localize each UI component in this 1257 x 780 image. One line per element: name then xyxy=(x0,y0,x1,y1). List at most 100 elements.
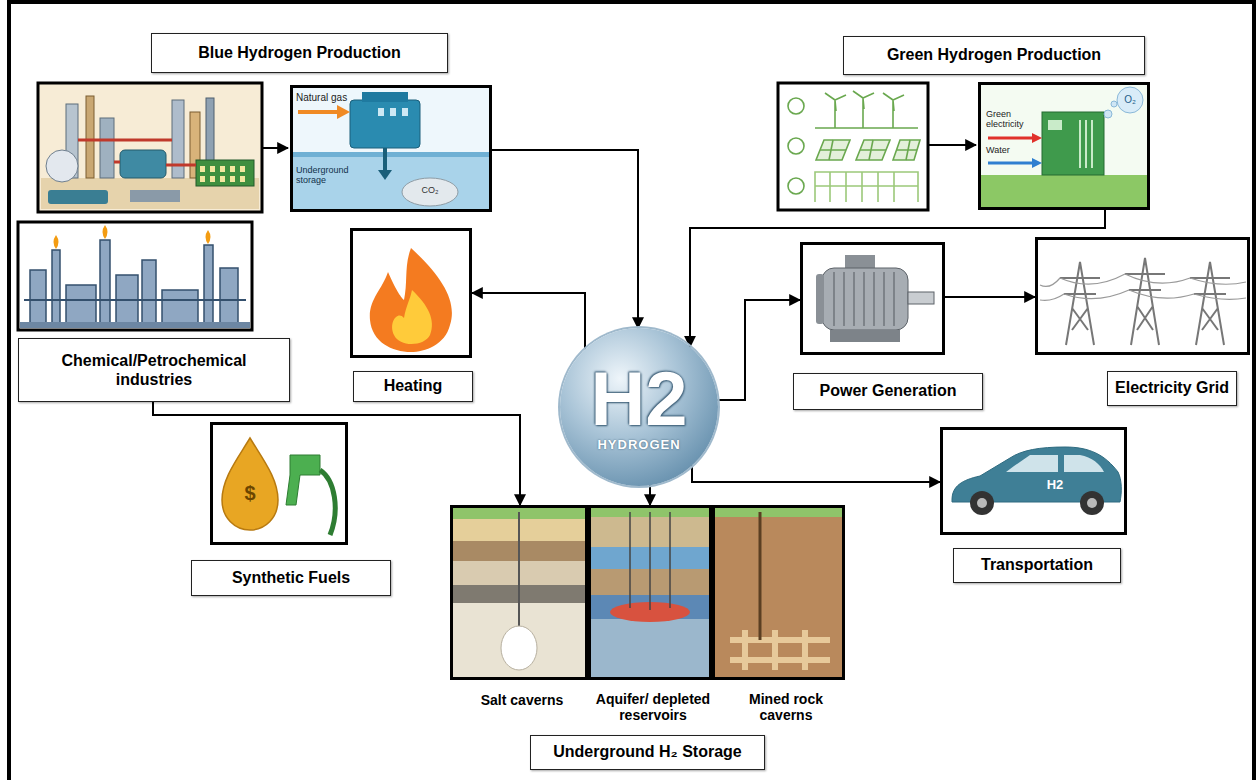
caption-box: Blue Hydrogen Production xyxy=(151,33,448,73)
picture-label: Water xyxy=(986,146,1026,156)
carbon-capture-picture-part xyxy=(362,92,408,102)
carbon-capture-picture-part xyxy=(292,156,490,210)
mined-cavern-picture-part xyxy=(712,517,845,680)
caption-text: Green Hydrogen Production xyxy=(887,46,1101,64)
caption-text: Transportation xyxy=(981,556,1093,574)
flow-connector xyxy=(718,300,800,400)
flow-connector xyxy=(690,210,1105,347)
flow-connector xyxy=(692,466,940,482)
industry-picture-part xyxy=(54,225,211,249)
caption-box: Power Generation xyxy=(793,373,983,410)
refinery-picture xyxy=(38,83,262,212)
storage-frame: Salt caverns xyxy=(450,505,588,680)
electrolyser-picture-part xyxy=(1117,87,1143,113)
heating-picture-part xyxy=(392,290,432,344)
electrolyser-picture xyxy=(978,82,1150,210)
caption-box: Heating xyxy=(353,371,473,402)
heating-picture xyxy=(350,228,472,358)
refinery-picture-part xyxy=(86,96,94,178)
mined-cavern-picture xyxy=(712,505,845,680)
refinery-picture-part xyxy=(38,83,262,212)
motor-picture-part xyxy=(816,274,824,324)
electrolyser-picture-part xyxy=(1104,110,1112,118)
motor-picture-part xyxy=(822,268,908,330)
electrolyser-picture-part xyxy=(1048,120,1062,130)
fuel-picture-part xyxy=(210,422,348,545)
caption-box: Transportation xyxy=(953,548,1121,583)
storage-group: Underground H₂ StorageSalt cavernsAquife… xyxy=(440,500,855,775)
car-picture-part xyxy=(940,427,1127,535)
use-frame: Synthetic Fuels xyxy=(210,422,348,545)
car-picture-part xyxy=(1006,455,1104,472)
renewables-picture-part-part xyxy=(820,140,917,160)
motor-picture-part xyxy=(908,292,934,304)
picture-label: Green electricity xyxy=(986,110,1040,130)
motor-picture-part xyxy=(834,272,894,326)
car-picture-part xyxy=(1080,491,1104,515)
industry-picture-part xyxy=(30,240,238,324)
industry-picture-part-part xyxy=(100,240,110,324)
caption-label: Aquifer/ depleted reservoirs xyxy=(575,687,731,727)
heating-picture-part xyxy=(370,248,452,352)
caption-label: Salt caverns xyxy=(453,689,591,711)
fuel-picture-part xyxy=(222,438,278,530)
motor-picture xyxy=(800,242,945,355)
power-line-picture-part xyxy=(1040,274,1246,300)
mined-cavern-picture-part xyxy=(759,512,762,640)
renewables-picture-part xyxy=(778,83,928,210)
process-arrow xyxy=(262,147,288,149)
motor-picture-part xyxy=(800,242,945,355)
industry-picture-part-part xyxy=(66,285,96,324)
label-box: Chemical/Petrochemical industries xyxy=(18,338,290,402)
renewables-picture-part xyxy=(788,91,920,202)
hub-title: H2 xyxy=(590,361,687,437)
industry-picture-part-part xyxy=(220,268,238,324)
industry-picture xyxy=(18,222,252,330)
caption-box: Electricity Grid xyxy=(1107,371,1237,406)
flow-connector xyxy=(945,296,1035,298)
box-text: Chemical/Petrochemical industries xyxy=(27,351,281,389)
fuel-picture-part xyxy=(286,455,320,505)
industry-picture-part-part xyxy=(204,245,213,324)
flow-connector xyxy=(153,402,520,505)
electrolyser-picture-part xyxy=(980,175,1148,208)
caption-text: Underground H₂ Storage xyxy=(553,743,741,761)
renewables-picture-part-part xyxy=(815,172,918,202)
caption-text: Blue Hydrogen Production xyxy=(198,44,401,62)
salt-cavern-picture xyxy=(450,505,588,680)
renewables-picture xyxy=(778,83,928,210)
caption-label: Mined rock caverns xyxy=(725,687,847,727)
use-frame: Power Generation xyxy=(800,242,945,355)
picture-label: Underground storage xyxy=(296,166,360,186)
production-frame: Blue Hydrogen Production xyxy=(290,85,492,212)
caption-text: Synthetic Fuels xyxy=(232,569,350,587)
carbon-capture-picture-part xyxy=(383,148,387,172)
carbon-capture-picture-part xyxy=(378,108,408,116)
refinery-picture-part xyxy=(48,190,108,204)
fuel-picture-part xyxy=(320,470,335,535)
picture-label: H2 xyxy=(1038,478,1072,492)
power-line-picture xyxy=(1035,237,1250,355)
caption-text: Salt caverns xyxy=(481,692,564,708)
use-frame: Transportation xyxy=(940,427,1127,535)
aquifer-picture-part xyxy=(630,512,670,610)
flow-connector xyxy=(492,150,638,328)
caption-text: Power Generation xyxy=(820,382,957,400)
industry-picture-part xyxy=(24,299,246,301)
process-arrow xyxy=(928,144,976,146)
car-picture xyxy=(940,427,1127,535)
industry-picture-part-part xyxy=(30,270,46,324)
renewables-picture-part-part xyxy=(788,138,804,154)
flow-connector xyxy=(472,293,585,349)
refinery-picture-part xyxy=(78,140,196,165)
flow-connector xyxy=(649,485,651,505)
carbon-capture-picture-part xyxy=(378,170,392,180)
carbon-capture-picture-part xyxy=(337,105,350,119)
caption-text: Heating xyxy=(384,377,443,395)
caption-text: Mined rock caverns xyxy=(731,691,841,723)
car-picture-part xyxy=(970,491,994,515)
electrolyser-picture-part xyxy=(1111,101,1117,107)
storage-frame: Mined rock caverns xyxy=(712,505,845,680)
picture-label: O₂ xyxy=(1118,94,1142,105)
